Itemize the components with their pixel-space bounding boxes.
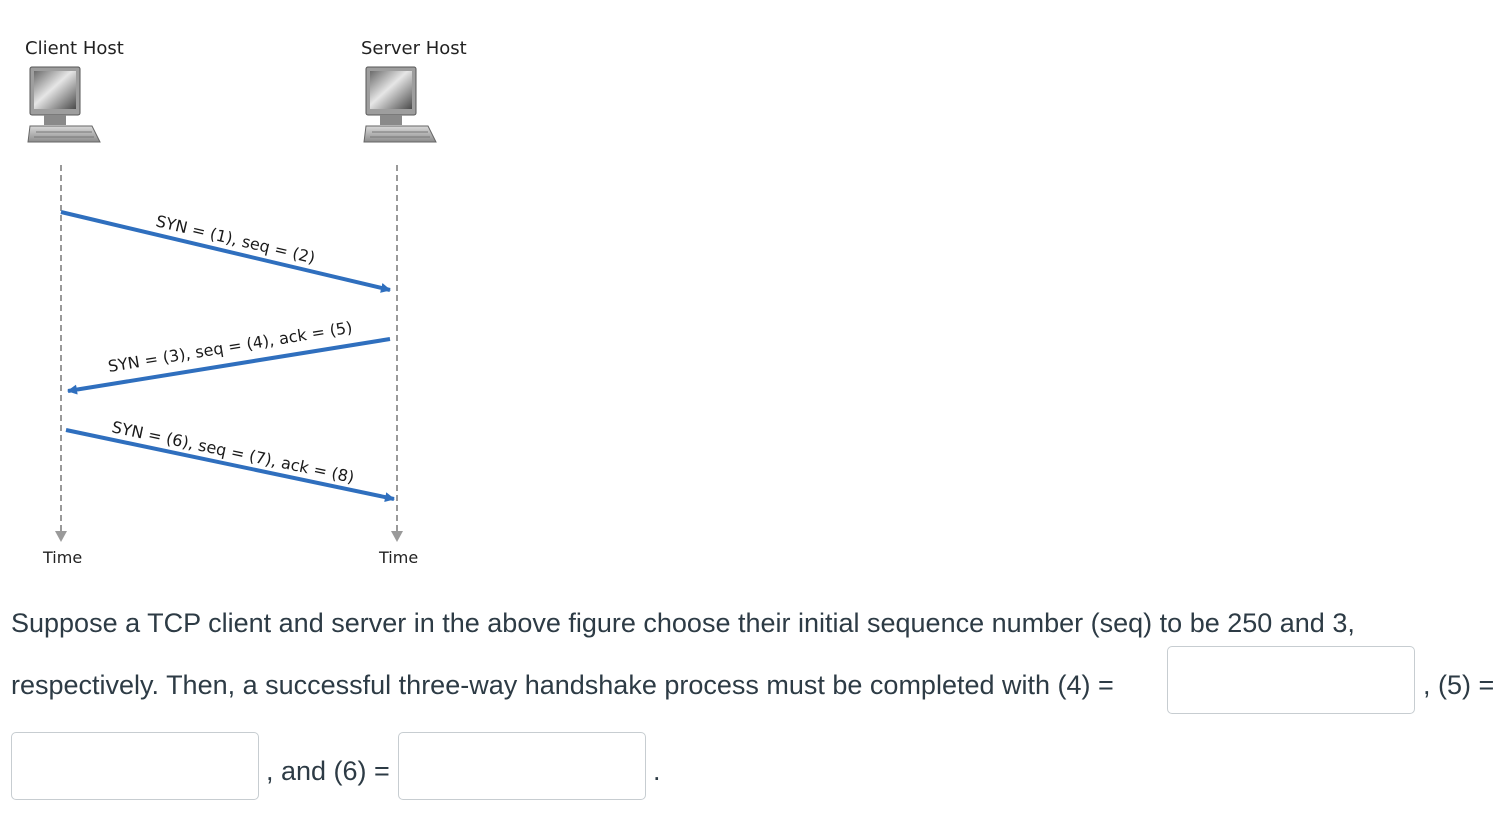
message-3-arrow	[65, 428, 395, 503]
question-line-1: Suppose a TCP client and server in the a…	[11, 608, 1355, 638]
after-blank-6-text: .	[653, 756, 661, 786]
server-computer-icon	[363, 66, 437, 143]
client-host-label: Client Host	[25, 38, 124, 59]
message-2-arrow	[67, 337, 391, 395]
after-blank-5-text: , and (6) =	[266, 756, 390, 786]
answer-4-input[interactable]	[1167, 646, 1415, 714]
handshake-diagram: SYN = (1), seq = (2) SYN = (3), seq = (4…	[55, 165, 403, 542]
message-3-label: SYN = (6), seq = (7), ack = (8)	[110, 417, 356, 487]
answer-6-input[interactable]	[398, 732, 646, 800]
message-2-label: SYN = (3), seq = (4), ack = (5)	[107, 318, 354, 376]
after-blank-4-text: , (5) =	[1423, 670, 1495, 700]
server-host-label: Server Host	[361, 38, 467, 59]
answer-5-input[interactable]	[11, 732, 259, 800]
question-line-2: respectively. Then, a successful three-w…	[11, 670, 1114, 700]
client-computer-icon	[27, 66, 101, 143]
server-time-label: Time	[379, 548, 419, 567]
client-time-arrowhead	[55, 531, 67, 542]
message-1-arrow	[60, 210, 391, 293]
server-time-arrowhead	[391, 531, 403, 542]
client-time-label: Time	[43, 548, 83, 567]
